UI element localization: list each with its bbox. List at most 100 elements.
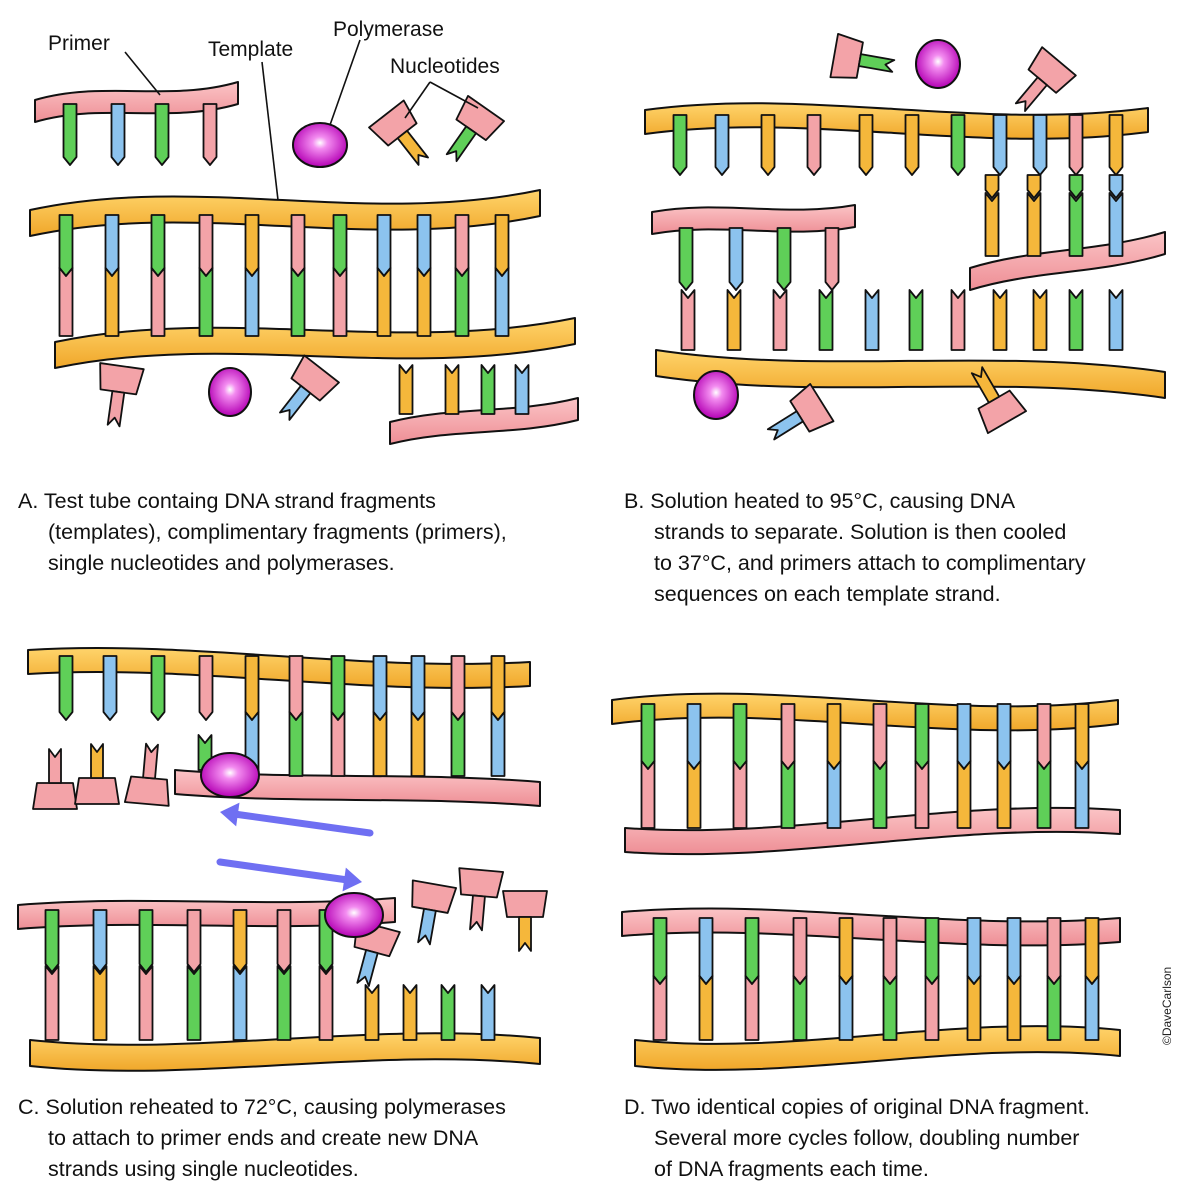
b-free-nuc-3 — [766, 383, 835, 441]
b-top-base-4 — [858, 114, 874, 176]
b-bottom-base-10 — [1108, 289, 1124, 351]
a-primer2-base-0 — [398, 364, 414, 415]
b-primer-left-base-3 — [824, 227, 840, 291]
a-free-nuc-3 — [99, 362, 145, 428]
a-primer-leader — [124, 51, 161, 96]
c-arrow-right-head — [342, 867, 362, 892]
c-polymerase-bottom — [324, 892, 384, 938]
d-copy2-rung-5-bottom — [882, 975, 898, 1041]
d-copy1-rung-9-bottom — [1036, 760, 1052, 829]
c-top-base-2 — [150, 655, 166, 721]
b-polymerase-bottom — [693, 370, 739, 420]
b-primer-left — [651, 204, 856, 235]
b-free-nuc-4 — [970, 366, 1027, 435]
d-copy1-rung-7-top — [956, 703, 972, 770]
d-copy2-rung-2-bottom — [744, 975, 760, 1041]
b-template-top — [644, 102, 1149, 140]
a-primer-base-0 — [62, 103, 78, 166]
a-rung-10-bottom — [494, 267, 510, 337]
b-top-pair-3 — [1108, 174, 1124, 199]
d-copy2-rung-10-top — [1084, 917, 1100, 985]
caption-c: C. Solution reheated to 72°C, causing po… — [18, 1092, 608, 1185]
c-top-base-5 — [288, 655, 304, 721]
label-primer: Primer — [48, 32, 110, 55]
b-template-bottom — [655, 349, 1166, 399]
d-copy2-rung-1-bottom — [698, 975, 714, 1041]
b-free-nuc-3-base — [766, 410, 804, 441]
b-bottom-base-0 — [680, 289, 696, 351]
a-rung-10-top — [494, 214, 510, 277]
a-rung-3-top — [198, 214, 214, 277]
a-nucleotide-leader-2 — [429, 81, 479, 109]
c-free-nuc-3-sugar — [123, 775, 170, 807]
a-template-bottom — [54, 317, 576, 369]
d-copy2-rung-1-top — [698, 917, 714, 985]
d-copy1-rung-4-top — [826, 703, 842, 770]
a-primer-strand — [34, 81, 239, 123]
d-copy2-rung-0-bottom — [652, 975, 668, 1041]
a-rung-0-top — [58, 214, 74, 277]
b-bottom-base-2 — [772, 289, 788, 351]
c-bottom-base-2 — [138, 965, 154, 1041]
a-rung-8-top — [416, 214, 432, 277]
caption-b-line-2: strands to separate. Solution is then co… — [654, 520, 1067, 544]
b-top-pair-1 — [1026, 174, 1042, 199]
b-top-base-3 — [806, 114, 822, 176]
c-free-nuc-6-base — [469, 894, 486, 932]
b-polymerase-top — [915, 39, 961, 89]
b-free-nuc-2 — [1014, 46, 1077, 112]
c-arrow-left-shaft — [234, 810, 374, 837]
a-primer-base-2 — [154, 103, 170, 166]
c-top-base-0 — [58, 655, 74, 721]
d-copy1-rung-3-top — [780, 703, 796, 770]
d-copy1-rung-3-bottom — [780, 760, 796, 829]
b-bottom-base-9 — [1068, 289, 1084, 351]
d-copy1-rung-1-bottom — [686, 760, 702, 829]
b-top-base-2 — [760, 114, 776, 176]
c-bottom-base-4 — [232, 965, 248, 1041]
c-top-pair-4 — [410, 711, 426, 777]
c-bottom-base-7 — [364, 984, 380, 1041]
copyright-credit: ©DaveCarlson — [1160, 966, 1174, 1045]
d-copy1-rung-9-top — [1036, 703, 1052, 770]
caption-a-line-2: (templates), complimentary fragments (pr… — [48, 520, 507, 544]
c-free-nuc-1-base — [48, 748, 62, 784]
d-copy2-rung-9-top — [1046, 917, 1062, 985]
c-top-base-7 — [372, 655, 388, 721]
b-top-base-1 — [714, 114, 730, 176]
a-polymerase-top — [292, 122, 348, 168]
a-rung-4-top — [244, 214, 260, 277]
c-bottom-top-base-1 — [92, 909, 108, 973]
c-bottom-base-3 — [186, 965, 202, 1041]
a-nucleotide-leader-1 — [404, 81, 431, 119]
c-top-base-1 — [102, 655, 118, 721]
d-copy1-rung-2-top — [732, 703, 748, 770]
b-free-nuc-4-base — [970, 366, 1001, 404]
d-copy2-rung-4-bottom — [838, 975, 854, 1041]
c-top-base-3 — [198, 655, 214, 721]
c-free-nuc-4-base — [356, 949, 379, 987]
caption-c-line-2: to attach to primer ends and create new … — [48, 1126, 479, 1150]
d-copy2-rung-3-top — [792, 917, 808, 985]
c-free-nuc-7 — [502, 890, 548, 952]
b-bottom-base-6 — [950, 289, 966, 351]
a-rung-9-top — [454, 214, 470, 277]
b-primer-right-base-0 — [984, 192, 1000, 257]
caption-b-line-3: to 37°C, and primers attach to complimen… — [654, 551, 1086, 575]
b-free-nuc-2-base — [1014, 76, 1048, 112]
a-rung-1-top — [104, 214, 120, 277]
b-free-nuc-1 — [829, 33, 896, 79]
caption-a: A. Test tube containg DNA strand fragmen… — [18, 486, 588, 579]
a-rung-7-bottom — [376, 267, 392, 337]
caption-d-line-2: Several more cycles follow, doubling num… — [654, 1126, 1080, 1150]
b-free-nuc-3-sugar — [789, 383, 835, 433]
a-rung-8-bottom — [416, 267, 432, 337]
c-top-base-9 — [450, 655, 466, 721]
label-nucleotides: Nucleotides — [390, 55, 500, 78]
d-copy2-rung-10-bottom — [1084, 975, 1100, 1041]
a-rung-4-bottom — [244, 267, 260, 337]
d-copy2-rung-6-top — [924, 917, 940, 985]
c-arrow-left-head — [220, 802, 240, 827]
b-bottom-base-8 — [1032, 289, 1048, 351]
a-free-nuc-4-base — [279, 384, 312, 421]
